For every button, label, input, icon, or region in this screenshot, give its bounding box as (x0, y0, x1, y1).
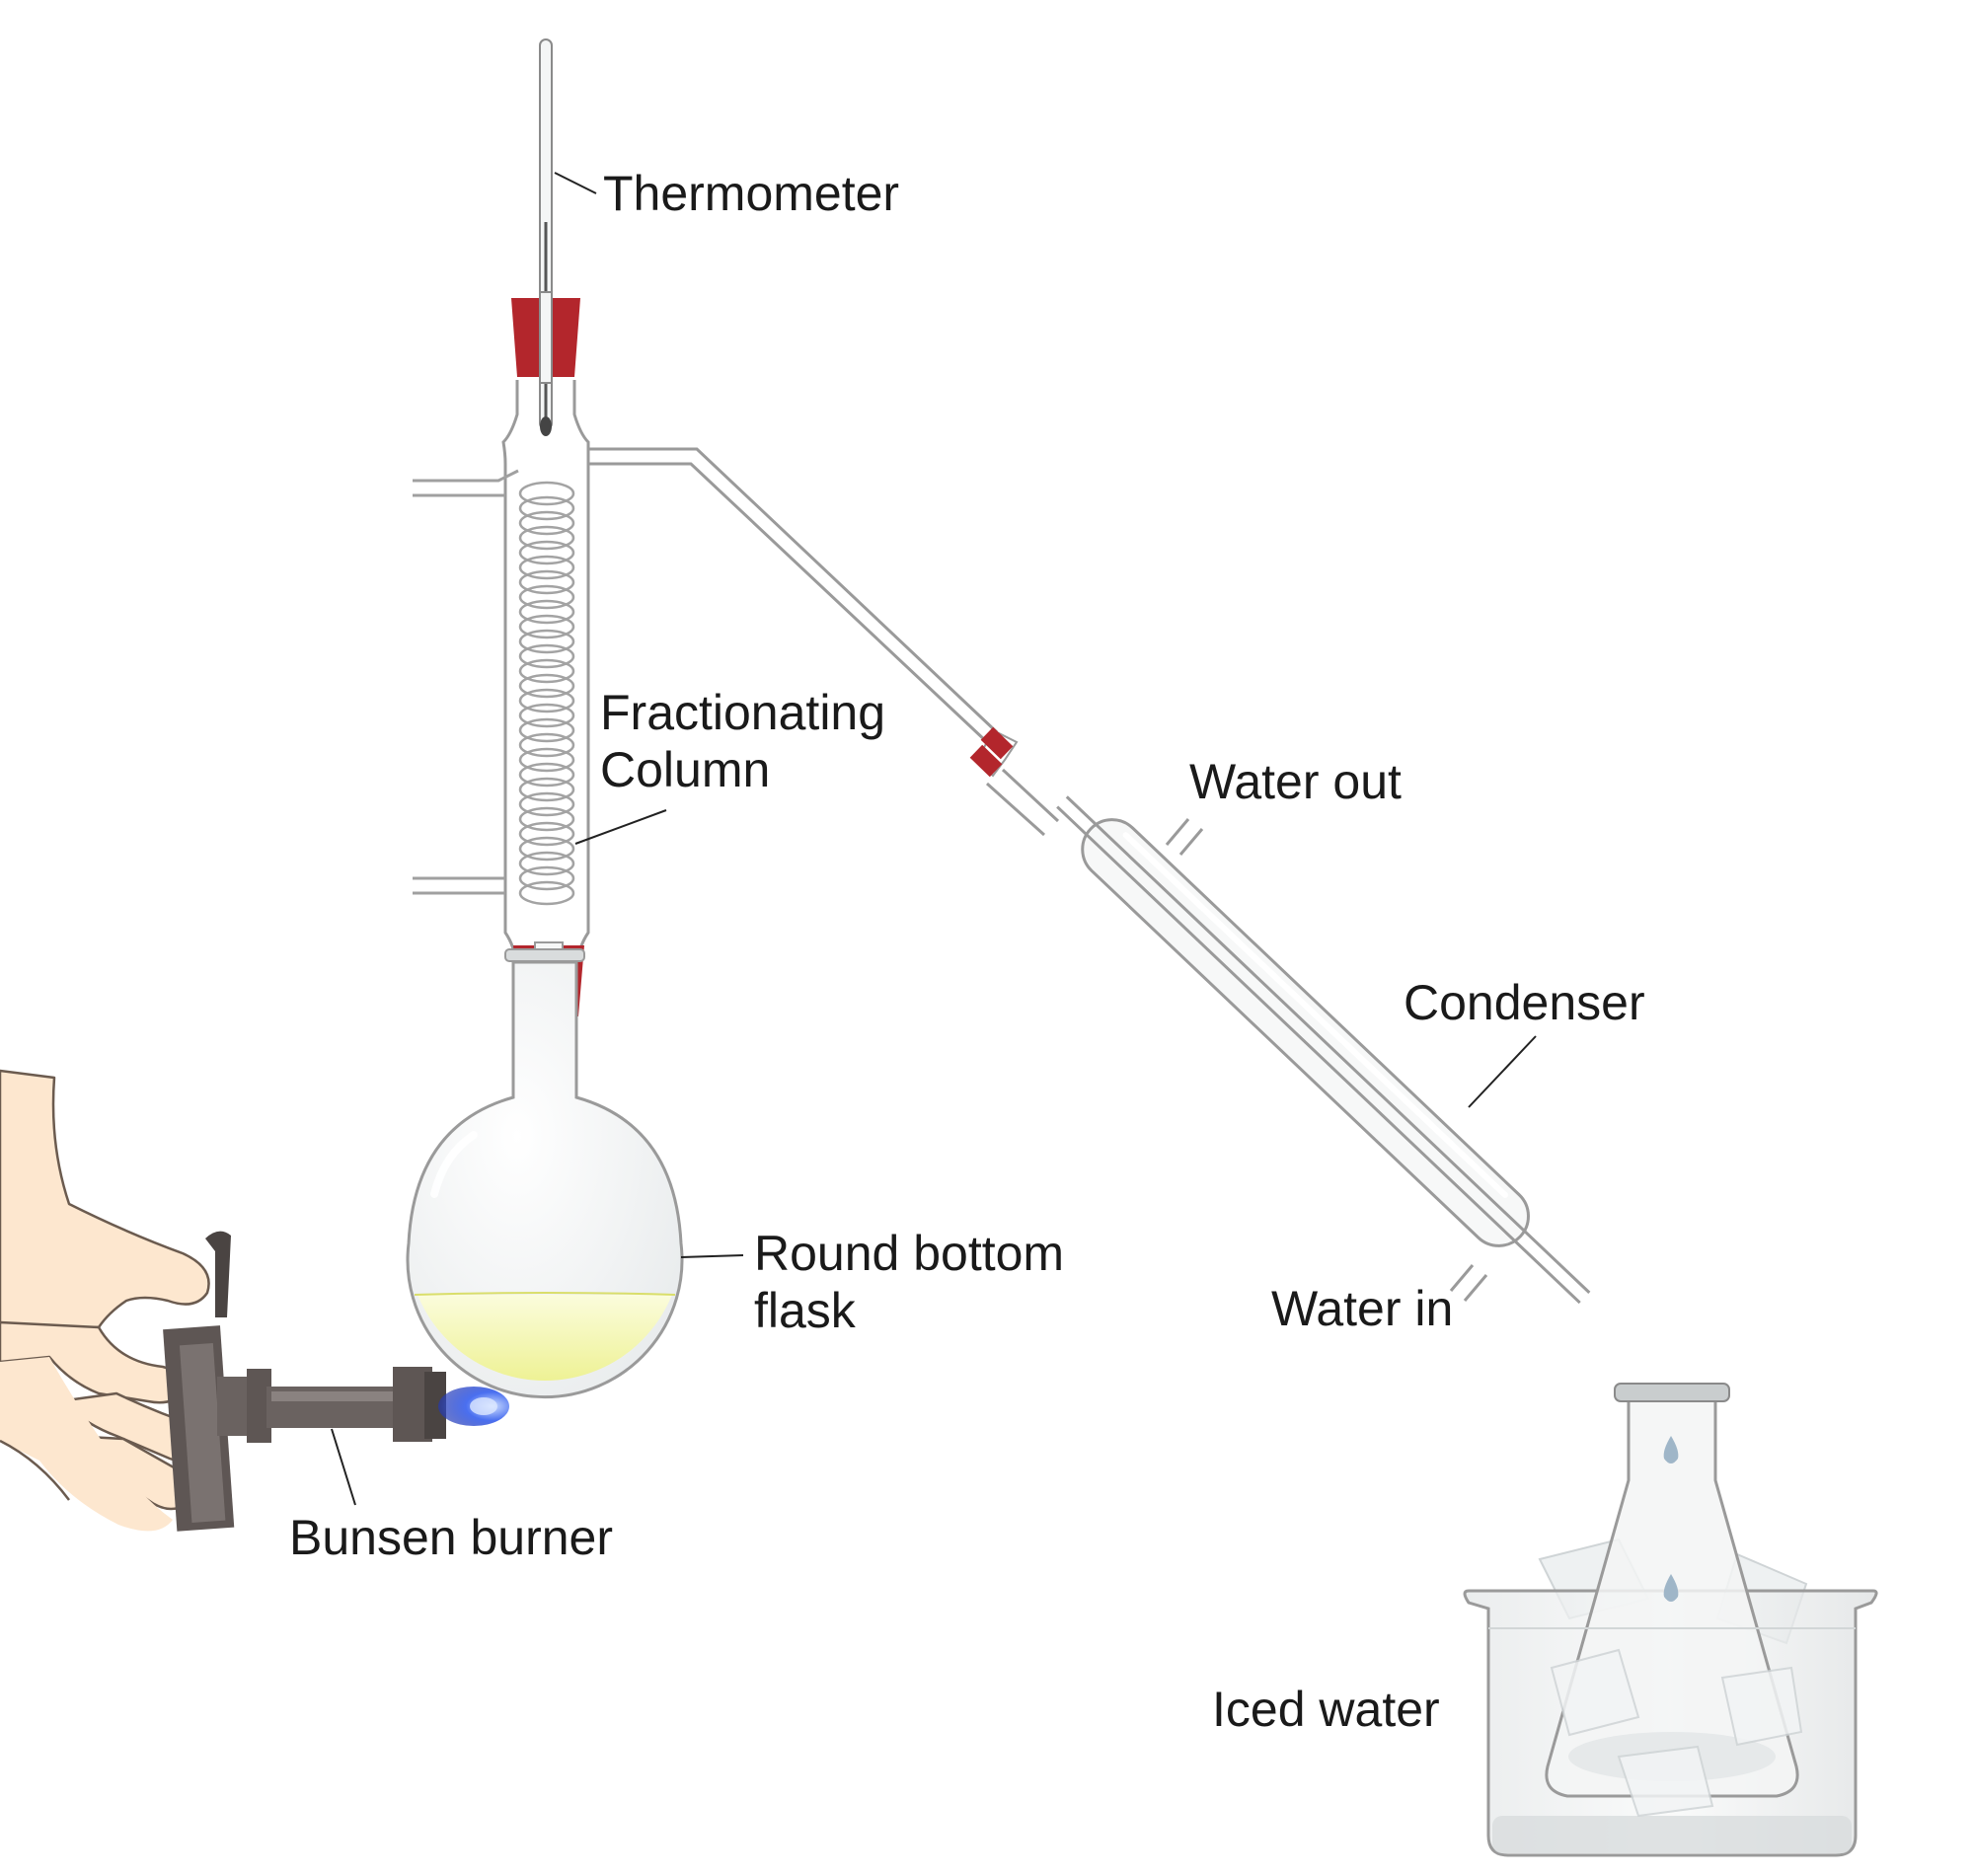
coil-loop (518, 614, 575, 639)
droplet (1663, 1574, 1679, 1602)
coil-loop (518, 688, 575, 713)
coil-loop (518, 865, 575, 891)
round-bottom-flask-label-line1: Round bottom (754, 1226, 1065, 1281)
coil-loop (518, 806, 575, 832)
fractionating-column (413, 380, 999, 963)
round-bottom-flask-label-line2: flask (754, 1283, 856, 1338)
coil-loop (518, 717, 575, 743)
fractionating-column-leader (574, 809, 667, 845)
hand (0, 1069, 214, 1532)
droplet (1663, 1436, 1679, 1463)
coil-loop (518, 791, 575, 817)
coil-loop (518, 643, 575, 669)
leader-lines (331, 172, 1537, 1506)
coil-loop (518, 555, 575, 580)
coil-loop (518, 540, 575, 565)
condenser-adapter (969, 726, 1060, 837)
coil-loop (518, 703, 575, 728)
coil-loop (518, 525, 575, 551)
coil-loop (518, 510, 575, 536)
coil-loop (518, 481, 575, 506)
coil-loop (518, 658, 575, 684)
fractionating-column-label-line1: Fractionating (600, 685, 886, 740)
coil-loop (518, 836, 575, 862)
coil-loop (518, 584, 575, 610)
coil-loop (518, 747, 575, 773)
coil-loop (518, 629, 575, 654)
coil-loop (518, 495, 575, 521)
fractionating-column-label-line2: Column (600, 742, 771, 797)
column-coil (518, 481, 575, 906)
bunsen-burner-label: Bunsen burner (289, 1510, 614, 1565)
coil-loop (518, 762, 575, 788)
coil-loop (518, 880, 575, 906)
iced-water-label: Iced water (1212, 1682, 1440, 1737)
thermometer-label: Thermometer (603, 166, 900, 221)
condenser (1056, 795, 1591, 1305)
coil-loop (518, 851, 575, 876)
water-out-nozzle (1165, 818, 1204, 856)
coil-loop (518, 673, 575, 699)
coil-loop (518, 569, 575, 595)
coil-loop (518, 599, 575, 625)
water-out-label: Water out (1189, 754, 1402, 809)
coil-loop (518, 777, 575, 802)
coil-loop (518, 821, 575, 847)
bunsen-burner-leader (331, 1428, 356, 1506)
condenser-leader (1468, 1035, 1537, 1108)
receiving-setup (1463, 1383, 1878, 1857)
water-in-nozzle (1449, 1264, 1488, 1302)
condenser-label: Condenser (1404, 975, 1645, 1030)
thermometer-leader (554, 172, 597, 194)
round-bottom-flask-leader (680, 1254, 744, 1258)
bunsen-burner (163, 1231, 509, 1532)
coil-loop (518, 732, 575, 758)
water-in-label: Water in (1271, 1281, 1454, 1336)
round-bottom-flask (406, 948, 684, 1399)
